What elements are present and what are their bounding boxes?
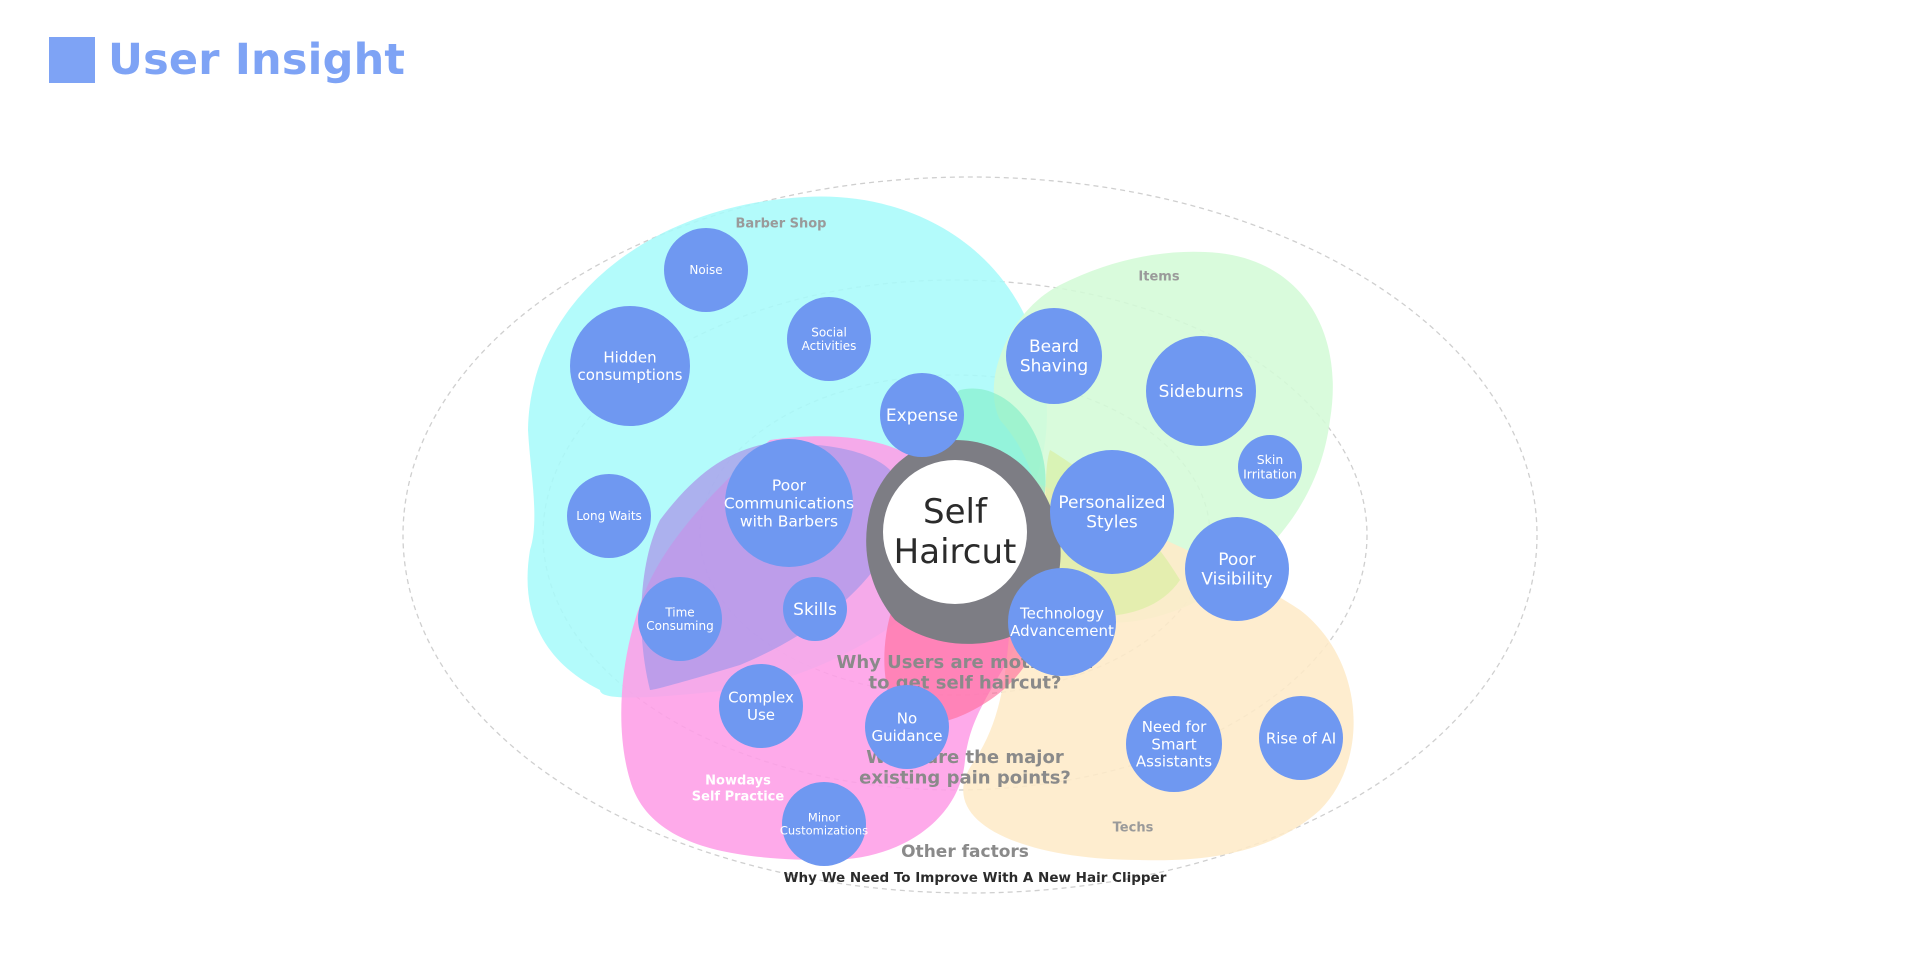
title-square-icon xyxy=(49,37,95,83)
bubble-circle xyxy=(664,228,748,312)
dashed-ring-1 xyxy=(402,176,1538,894)
diagram-caption: Why We Need To Improve With A New Hair C… xyxy=(784,870,1167,886)
bubble-13: Sideburns xyxy=(1146,336,1256,446)
bubble-circle xyxy=(787,297,871,381)
bubble-circle xyxy=(567,474,651,558)
bubble-circle xyxy=(719,664,803,748)
bubble-label: Long Waits xyxy=(576,509,642,523)
bubble-19: Rise of AI xyxy=(1259,696,1343,780)
bubble-circle xyxy=(865,685,949,769)
group-label-4: Techs xyxy=(1113,821,1154,836)
bubble-circle xyxy=(1185,517,1289,621)
ring-label-3: Other factors xyxy=(901,842,1029,862)
bubble-circle xyxy=(1006,308,1102,404)
group-label-2: Items xyxy=(1138,270,1179,285)
bubble-circle xyxy=(1259,696,1343,780)
bubble-7: Skills xyxy=(783,577,847,641)
group-label-1: Barber Shop xyxy=(735,217,826,232)
bubble-circle xyxy=(638,577,722,661)
dashed-ring-2 xyxy=(542,279,1368,791)
bubble-label: Rise of AI xyxy=(1266,729,1336,747)
bubble-circle xyxy=(1126,696,1222,792)
bubble-circle xyxy=(1238,435,1302,499)
bubble-circle xyxy=(725,439,853,567)
bubble-circle xyxy=(1146,336,1256,446)
bubble-circle xyxy=(880,373,964,457)
bubble-circle xyxy=(570,306,690,426)
bubble-circle xyxy=(782,782,866,866)
page-title: User Insight xyxy=(108,35,406,85)
bubble-circle xyxy=(1050,450,1174,574)
bubble-label: Sideburns xyxy=(1159,382,1244,402)
bubble-6: Expense xyxy=(880,373,964,457)
bubble-1: Noise xyxy=(664,228,748,312)
center-circle xyxy=(883,460,1027,604)
bubble-circle xyxy=(783,577,847,641)
bubble-4: Long Waits xyxy=(567,474,651,558)
bubble-label: Skills xyxy=(793,600,837,620)
bubble-label: Noise xyxy=(689,263,722,277)
bubble-label: Expense xyxy=(886,406,958,426)
bubble-circle xyxy=(1008,568,1116,676)
